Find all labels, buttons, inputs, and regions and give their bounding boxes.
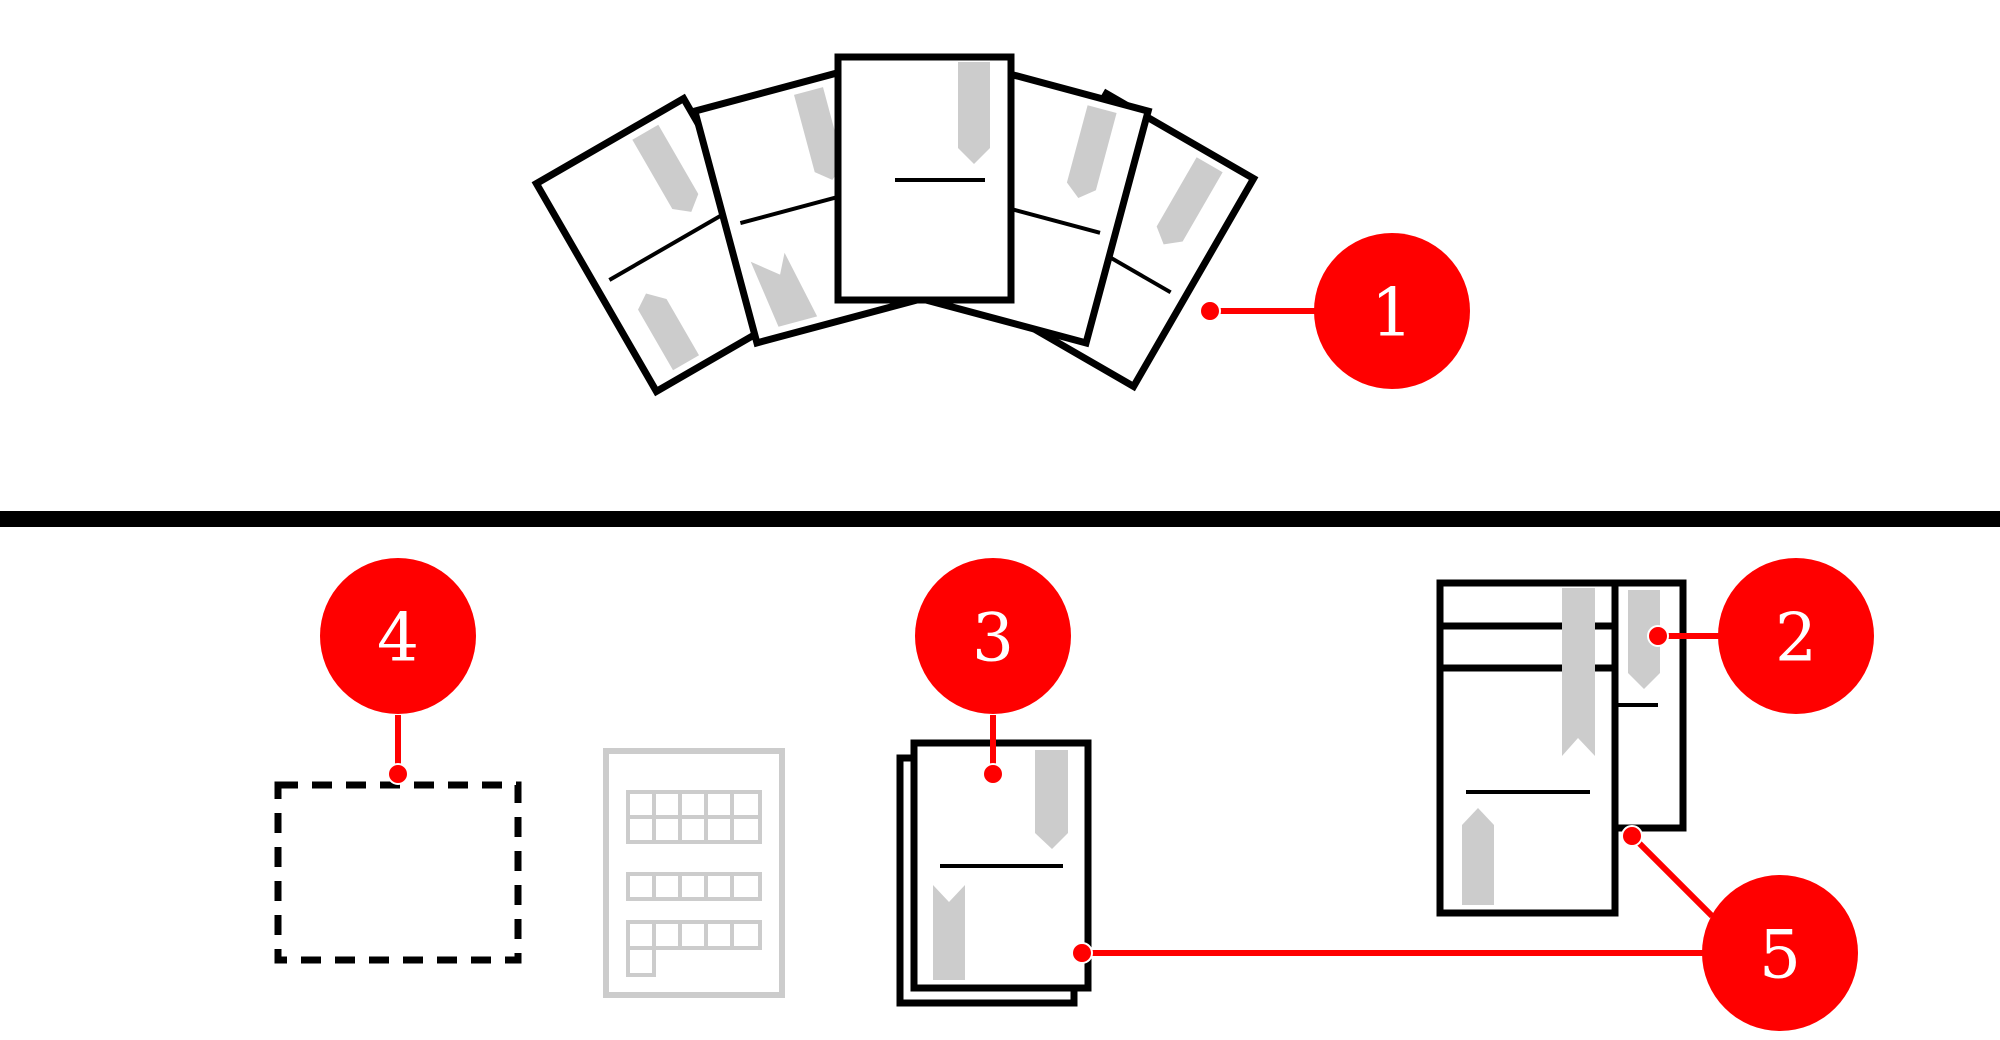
callout-badge-3: 3 xyxy=(915,558,1071,714)
grid-sheet-icon xyxy=(603,748,785,998)
dashed-frame-icon xyxy=(274,781,522,964)
fan-page-center xyxy=(834,53,1015,304)
callout-anchor-4 xyxy=(387,763,409,785)
callout-anchor-3 xyxy=(982,763,1004,785)
callout-anchor-2 xyxy=(1647,625,1669,647)
callout-anchor-5a xyxy=(1071,942,1093,964)
callout-number-5: 5 xyxy=(1759,917,1801,994)
callout-anchor-5b xyxy=(1621,825,1643,847)
callout-badge-1: 1 xyxy=(1314,233,1470,389)
callout-number-4: 4 xyxy=(377,600,419,677)
callout-anchor-1 xyxy=(1199,300,1221,322)
folded-page-icon xyxy=(1436,579,1687,917)
callout-badge-2: 2 xyxy=(1718,558,1874,714)
stacked-pages-icon xyxy=(896,739,1092,1007)
callout-badge-5: 5 xyxy=(1702,875,1858,1031)
callout-badge-4: 4 xyxy=(320,558,476,714)
fan-page-far-left xyxy=(531,93,809,397)
callout-number-3: 3 xyxy=(972,600,1014,677)
callout-leader-5b xyxy=(1629,833,1715,919)
fanned-pages-icon xyxy=(531,53,1259,397)
callout-number-2: 2 xyxy=(1775,600,1817,677)
callout-number-1: 1 xyxy=(1371,275,1413,352)
